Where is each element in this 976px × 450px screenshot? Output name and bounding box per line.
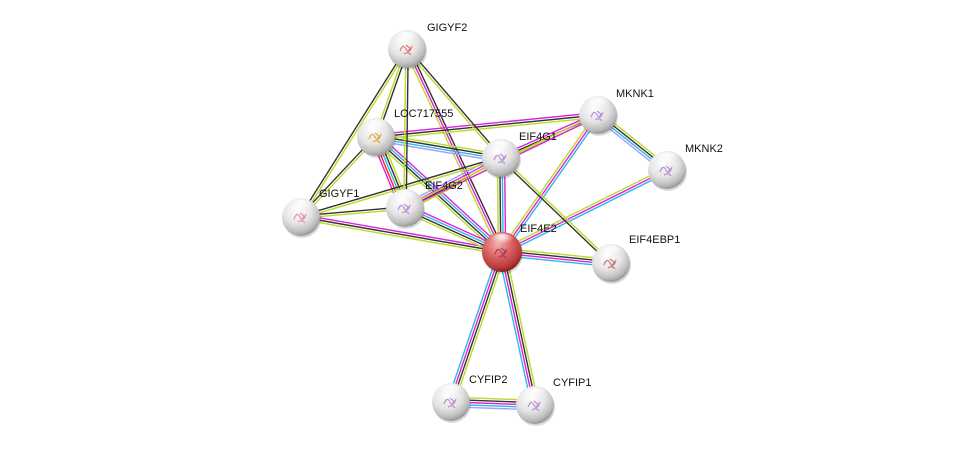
edge-evidence-textmining [500,167,667,251]
edge-gigyf2-gigyf1[interactable] [299,47,409,219]
edge-evidence-experiments [501,169,668,253]
edge-evidence-textmining [376,132,502,156]
edge-evidence-coexpression [375,114,599,138]
edge-evidence-databases [446,250,500,402]
protein-structure-icon [603,258,617,270]
protein-structure-icon [399,44,413,56]
edge-evidence-databases [503,115,601,254]
edge-evidence-coexpression [451,252,504,403]
edge-evidence-coexpression [502,251,537,405]
node-highlight [364,119,388,134]
node-highlight [395,31,419,46]
node-highlight [393,190,417,205]
edge-eif4g2-gigyf2[interactable] [403,48,409,209]
edge-evidence-homology [375,139,501,163]
edge-eif4g1-gigyf2[interactable] [405,47,503,160]
node-mknk1[interactable]: MKNK1 [579,88,654,136]
node-mknk2[interactable]: MKNK2 [648,143,723,191]
node-highlight [523,387,547,402]
node-label: GIGYF1 [319,188,359,200]
edge-evidence-coexpression [300,156,501,217]
node-label: MKNK2 [685,143,723,155]
protein-structure-icon [590,110,604,122]
edge-evidence-experiments [406,48,503,253]
edge-evidence-coexpression [405,49,409,209]
node-highlight [655,152,679,167]
edge-evidence-textmining [501,156,613,263]
node-eif4g2[interactable]: EIF4G2 [386,180,463,229]
edge-evidence-coexpression [299,47,407,217]
protein-structure-icon [293,212,307,224]
node-highlight [439,384,463,399]
edge-eif4e2-mknk2[interactable] [500,167,669,255]
edge-evidence-coexpression [407,47,503,158]
edge-eif4e2-cyfip2[interactable] [446,250,507,404]
edge-evidence-textmining [405,49,501,160]
protein-structure-icon [397,203,411,215]
node-label: EIF4G2 [425,180,463,192]
edge-evidence-textmining [403,48,407,208]
protein-structure-icon [368,132,382,144]
node-label: EIF4E2 [520,223,557,235]
edge-evidence-textmining [453,252,507,404]
edge-evidence-textmining [376,116,599,141]
edge-eif4e2-mknk1[interactable] [499,113,601,254]
node-eif4e2[interactable]: EIF4E2 [482,223,557,274]
edge-eif4e2-gigyf1[interactable] [300,213,503,256]
node-eif4ebp1[interactable]: EIF4EBP1 [592,234,680,284]
edge-evidence-databases [497,252,533,406]
node-cyfip1[interactable]: CYFIP1 [516,377,592,426]
node-label: MKNK1 [616,88,654,100]
node-label: EIF4EBP1 [629,234,680,246]
node-loc717555[interactable]: LOC717555 [357,108,453,158]
edge-loc717555-eif4g1[interactable] [375,132,502,163]
edge-eif4e2-cyfip1[interactable] [497,251,540,406]
node-label: LOC717555 [394,108,453,120]
node-cyfip2[interactable]: CYFIP2 [432,374,508,423]
edge-evidence-experiments [500,252,535,406]
node-gigyf1[interactable]: GIGYF1 [282,188,359,238]
edge-evidence-textmining [373,139,501,256]
node-label: CYFIP1 [553,377,592,389]
edge-evidence-coexpression [376,135,502,158]
edge-evidence-coexpression [499,158,611,265]
node-eif4g1[interactable]: EIF4G1 [482,131,557,179]
protein-structure-icon [494,247,508,259]
node-highlight [599,245,623,260]
node-highlight [489,233,515,249]
protein-structure-icon [493,153,507,165]
nodes-layer: GIGYF2LOC717555EIF4G1MKNK1MKNK2GIGYF1EIF… [282,22,723,426]
edge-evidence-experiments [501,114,599,253]
protein-structure-icon [527,400,541,412]
node-highlight [586,97,610,112]
edge-evidence-databases [502,171,669,255]
edge-evidence-experiments [301,213,503,251]
node-label: GIGYF2 [427,22,467,34]
node-label: EIF4G1 [519,131,557,143]
protein-structure-icon [443,397,457,409]
edge-evidence-databases [375,137,501,160]
node-gigyf2[interactable]: GIGYF2 [388,22,467,70]
node-highlight [289,199,313,214]
edge-eif4g1-gigyf1[interactable] [300,156,502,219]
edge-evidence-textmining [499,113,597,252]
edge-evidence-textmining [301,49,409,219]
protein-structure-icon [659,165,673,177]
edge-evidence-coexpression [300,216,503,253]
edge-evidence-experiments [375,111,598,136]
edge-loc717555-mknk1[interactable] [375,111,599,141]
edge-eif4g1-eif4ebp1[interactable] [499,156,613,265]
node-highlight [489,140,513,155]
edge-evidence-textmining [504,251,540,405]
edge-evidence-experiments [449,251,502,402]
edge-evidence-textmining [301,158,502,219]
edges-layer [299,47,670,411]
node-label: CYFIP2 [469,374,508,386]
edge-evidence-textmining [300,218,502,256]
